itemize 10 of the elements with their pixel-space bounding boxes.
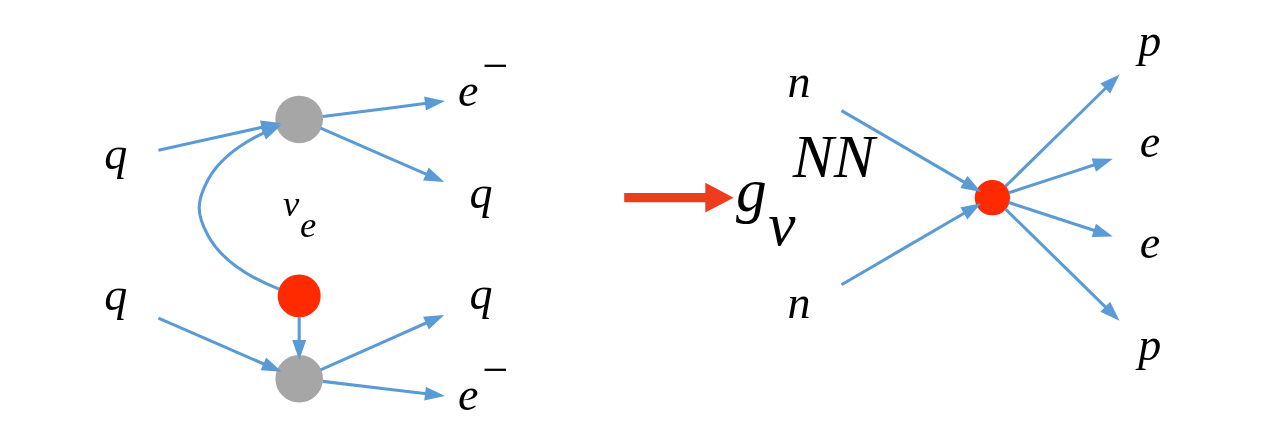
node-text: q [469, 267, 493, 319]
node-text: e [1139, 116, 1160, 168]
node-text: q [103, 128, 127, 180]
node-text: n [787, 277, 811, 329]
node-text: p [1137, 14, 1161, 66]
node-text: q [469, 166, 493, 218]
node-text: p [1137, 318, 1161, 370]
node-text: n [787, 56, 811, 108]
node-text: e [1139, 217, 1160, 269]
node-text: q [103, 269, 127, 321]
